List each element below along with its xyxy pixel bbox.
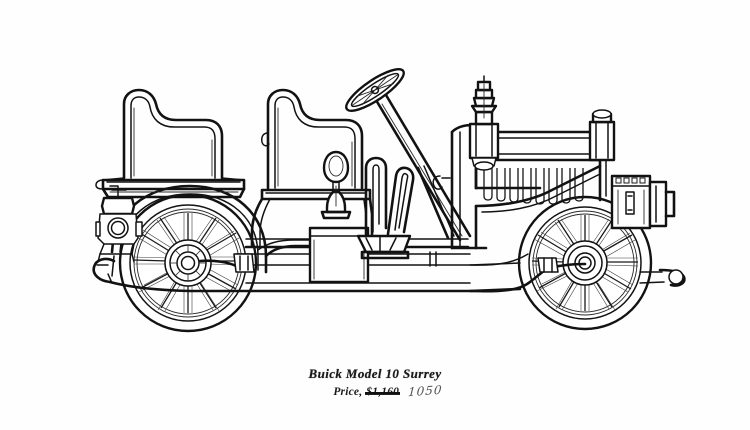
steering-assembly	[345, 68, 472, 242]
rear-wheel	[118, 193, 258, 333]
front-lamp-bracket	[610, 174, 676, 230]
front-axle	[537, 257, 587, 273]
steering-wheel	[345, 68, 405, 112]
front-wheel-spokes	[531, 215, 639, 311]
bulb-horn	[320, 150, 352, 220]
rear-wheel-spokes	[133, 213, 243, 313]
rear-seat	[95, 88, 246, 199]
cowl-dash-panel	[432, 123, 488, 250]
chassis-frame	[92, 253, 686, 293]
mid-strut	[429, 251, 437, 267]
side-tank-post	[588, 109, 616, 162]
front-seat	[250, 88, 374, 248]
rear-axle-link	[198, 253, 255, 273]
control-levers	[356, 156, 415, 260]
rear-lamp	[95, 185, 143, 263]
radiator-filler-cap	[468, 75, 500, 171]
